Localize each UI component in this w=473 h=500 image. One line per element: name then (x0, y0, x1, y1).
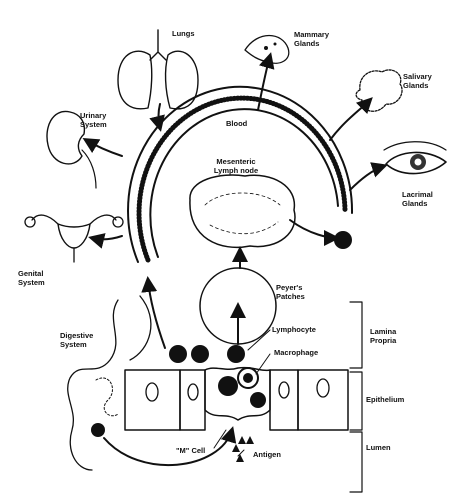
label-lumen: Lumen (366, 443, 391, 452)
label-mammary-glands: Mammary Glands (294, 30, 330, 48)
label-salivary-glands: Salivary Glands (403, 72, 432, 90)
label-peyers-patches: Peyer's Patches (276, 283, 305, 301)
m-cell (204, 366, 271, 421)
label-blood: Blood (226, 119, 248, 128)
label-antigen: Antigen (253, 450, 281, 459)
layer-brackets (349, 301, 363, 493)
lungs-icon (117, 29, 199, 110)
epithelium-cells (124, 366, 349, 431)
label-macrophage: Macrophage (274, 348, 319, 357)
eye-icon (383, 141, 447, 175)
mesenteric-lymph-node-icon (189, 174, 296, 249)
salivary-gland-icon (355, 69, 403, 112)
blood-vessel-arc (127, 85, 354, 263)
label-lungs: Lungs (172, 29, 195, 38)
label-lacrimal-glands: Lacrimal Glands (402, 190, 433, 208)
label-urinary-system: Urinary System (80, 111, 107, 129)
flow-arrows (82, 52, 388, 467)
label-m-cell: "M" Cell (176, 446, 206, 455)
mammary-gland-icon (244, 35, 290, 64)
label-digestive-system: Digestive System (60, 331, 94, 349)
genital-system-icon (24, 214, 124, 263)
label-leaders (213, 329, 271, 457)
label-genital-system: Genital System (18, 269, 45, 287)
label-mesenteric-lymph-node: Mesenteric Lymph node (213, 157, 259, 175)
label-lamina-propria: Lamina Propria (370, 327, 397, 345)
immune-cells (91, 231, 352, 462)
digestive-system-icon (67, 295, 152, 471)
label-epithelium: Epithelium (366, 395, 405, 404)
label-lymphocyte: Lymphocyte (272, 325, 316, 334)
